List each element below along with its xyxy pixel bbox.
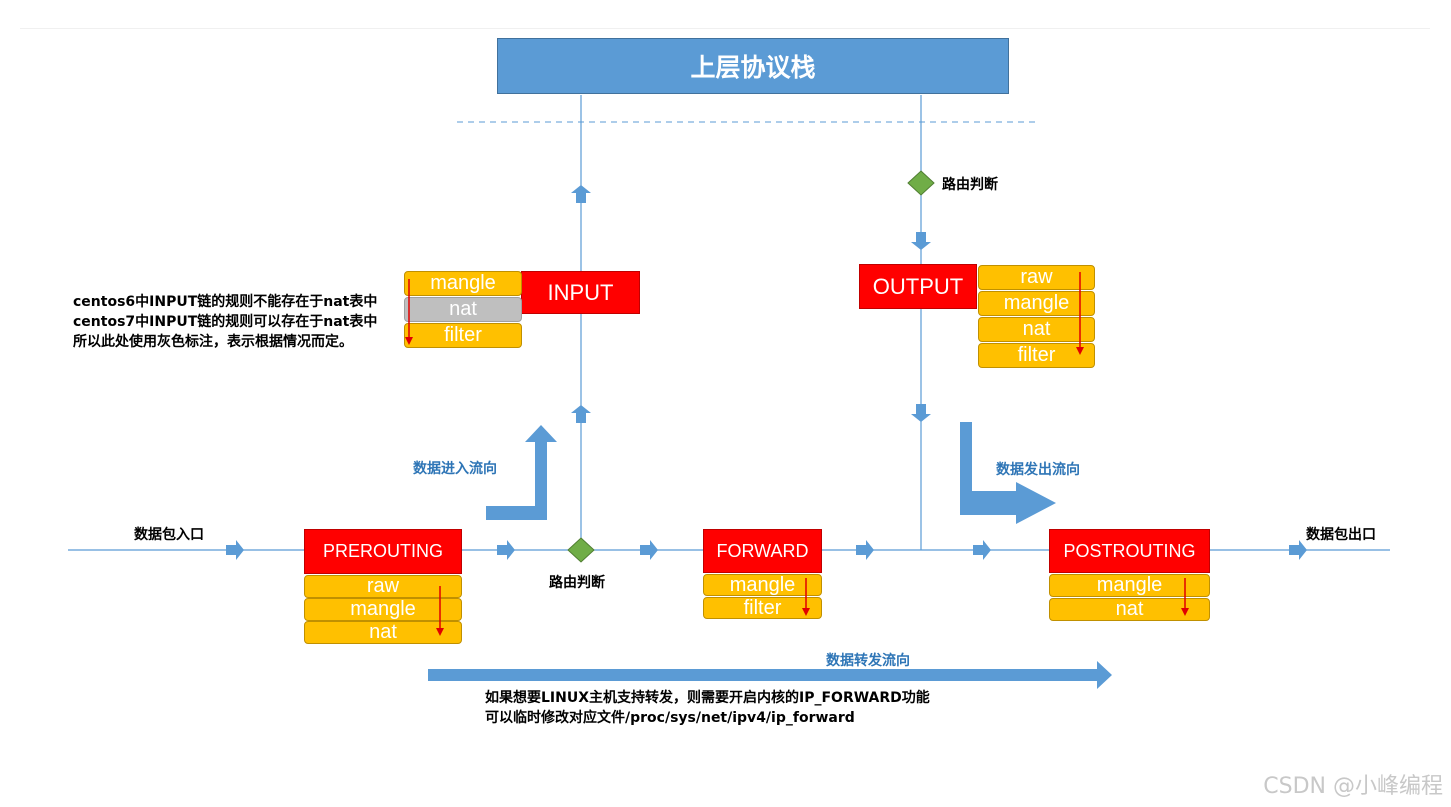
inbound-flow-label: 数据进入流向	[413, 461, 497, 477]
output-table-nat: nat	[978, 317, 1095, 342]
top-rule	[20, 28, 1430, 29]
input-table-filter: filter	[404, 323, 522, 348]
forward-table-mangle: mangle	[703, 574, 822, 596]
arrow-up-1	[571, 185, 591, 203]
input-table-nat: nat	[404, 297, 522, 322]
input-table-mangle: mangle	[404, 271, 522, 296]
forward-note-line-1: 如果想要LINUX主机支持转发，则需要开启内核的IP_FORWARD功能	[485, 690, 930, 706]
output-table-filter: filter	[978, 343, 1095, 368]
route-decision-diamond-main	[567, 537, 595, 563]
arrow-right-5	[973, 540, 991, 560]
forward-flow-arrow	[428, 661, 1112, 689]
arrow-right-6	[1289, 540, 1307, 560]
input-note-line-3: 所以此处使用灰色标注，表示根据情况而定。	[73, 334, 353, 350]
route-decision-label-main: 路由判断	[549, 575, 605, 591]
packet-entry-label: 数据包入口	[134, 527, 204, 543]
prerouting-table-mangle: mangle	[304, 598, 462, 621]
output-chain: OUTPUT	[859, 264, 977, 309]
forward-note-line-2: 可以临时修改对应文件/proc/sys/net/ipv4/ip_forward	[485, 710, 855, 726]
postrouting-chain: POSTROUTING	[1049, 529, 1210, 573]
prerouting-chain: PREROUTING	[304, 529, 462, 574]
outbound-flow-label: 数据发出流向	[996, 462, 1080, 478]
arrow-right-3	[640, 540, 658, 560]
arrow-down-1	[911, 232, 931, 250]
packet-exit-label: 数据包出口	[1306, 527, 1376, 543]
route-decision-diamond-output	[907, 170, 935, 196]
input-chain: INPUT	[521, 271, 640, 314]
upper-protocol-stack-box: 上层协议栈	[497, 38, 1009, 94]
input-note-line-1: centos6中INPUT链的规则不能存在于nat表中	[73, 294, 378, 310]
route-decision-label-output: 路由判断	[942, 177, 998, 193]
prerouting-table-raw: raw	[304, 575, 462, 598]
forward-flow-label: 数据转发流向	[826, 653, 910, 669]
output-table-mangle: mangle	[978, 291, 1095, 316]
arrow-up-2	[571, 405, 591, 423]
arrow-right-1	[226, 540, 244, 560]
arrow-right-2	[497, 540, 515, 560]
output-table-raw: raw	[978, 265, 1095, 290]
forward-chain: FORWARD	[703, 529, 822, 573]
ip-forward-note: 如果想要LINUX主机支持转发，则需要开启内核的IP_FORWARD功能 可以临…	[485, 688, 930, 728]
forward-table-filter: filter	[703, 597, 822, 619]
outbound-flow-arrow	[960, 422, 1056, 524]
postrouting-table-nat: nat	[1049, 598, 1210, 621]
csdn-watermark: CSDN @小峰编程	[1263, 774, 1443, 799]
postrouting-table-mangle: mangle	[1049, 574, 1210, 597]
arrow-down-2	[911, 404, 931, 422]
prerouting-table-nat: nat	[304, 621, 462, 644]
inbound-flow-arrow	[486, 425, 557, 520]
arrow-right-4	[856, 540, 874, 560]
input-nat-note: centos6中INPUT链的规则不能存在于nat表中 centos7中INPU…	[73, 292, 377, 352]
input-note-line-2: centos7中INPUT链的规则可以存在于nat表中	[73, 314, 378, 330]
